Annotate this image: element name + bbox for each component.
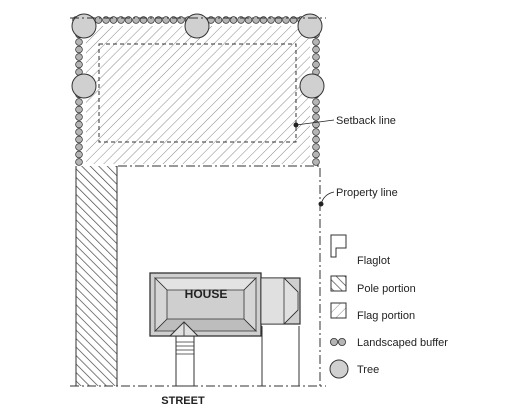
- shrub-icon: [312, 150, 320, 159]
- shrub-icon: [75, 120, 83, 129]
- shrub-icon: [312, 135, 320, 144]
- shrub-icon: [75, 128, 83, 136]
- shrub-icon: [75, 105, 83, 114]
- tree-legend-icon: [329, 359, 349, 379]
- pole-portion-legend-swatch: [330, 275, 347, 292]
- shrub-icon: [75, 45, 83, 54]
- legend: Flaglot Pole portion Flag portion Landsc…: [329, 234, 448, 379]
- flag-portion-area: [86, 26, 310, 164]
- shrub-icon: [75, 150, 83, 159]
- shrub-icon: [75, 53, 83, 61]
- legend-landscaped-buffer-label: Landscaped buffer: [357, 337, 448, 349]
- flag-portion-legend-swatch: [330, 302, 347, 319]
- trees: [71, 13, 325, 99]
- shrub-icon: [312, 53, 320, 61]
- legend-pole-portion-label: Pole portion: [357, 283, 416, 295]
- setback-line: [98, 43, 297, 143]
- tree-icon: [297, 13, 323, 39]
- shrub-icon: [312, 45, 320, 54]
- shrub-icon: [75, 38, 83, 46]
- property-leader: [320, 191, 335, 205]
- shrub-icon: [147, 16, 155, 24]
- legend-flag-portion-label: Flag portion: [357, 310, 415, 322]
- tree-icon: [184, 13, 210, 39]
- shrub-icon: [75, 135, 83, 144]
- street-label: STREET: [161, 395, 205, 407]
- shrub-icon: [214, 16, 223, 24]
- buffer-legend-icon: [337, 337, 346, 346]
- house: [149, 272, 301, 337]
- shrub-icon: [312, 38, 320, 46]
- legend-tree-label: Tree: [357, 364, 379, 376]
- shrub-icon: [75, 98, 83, 106]
- shrub-icon: [312, 143, 320, 151]
- shrub-icon: [75, 143, 83, 151]
- setback-leader: [295, 119, 335, 126]
- driveway: [175, 335, 195, 387]
- shrub-icon: [312, 158, 320, 166]
- shrub-icon: [75, 158, 83, 166]
- shrub-icon: [75, 60, 83, 69]
- shrub-icon: [312, 60, 320, 69]
- shrub-icon: [312, 98, 320, 106]
- house-label: HOUSE: [185, 287, 228, 301]
- buffer-legend-icon: [329, 337, 338, 346]
- legend-flaglot-label: Flaglot: [357, 255, 390, 267]
- tree-icon: [71, 13, 97, 39]
- property-line-label: Property line: [336, 187, 398, 199]
- tree-icon: [71, 73, 97, 99]
- shrub-icon: [312, 105, 320, 114]
- flaglot-legend-icon: [330, 234, 347, 258]
- setback-line-label: Setback line: [336, 115, 396, 127]
- shrub-icon: [75, 113, 83, 121]
- shrub-icon: [312, 128, 320, 136]
- tree-icon: [299, 73, 325, 99]
- shrub-icon: [312, 113, 320, 121]
- pole-portion-area: [76, 166, 117, 386]
